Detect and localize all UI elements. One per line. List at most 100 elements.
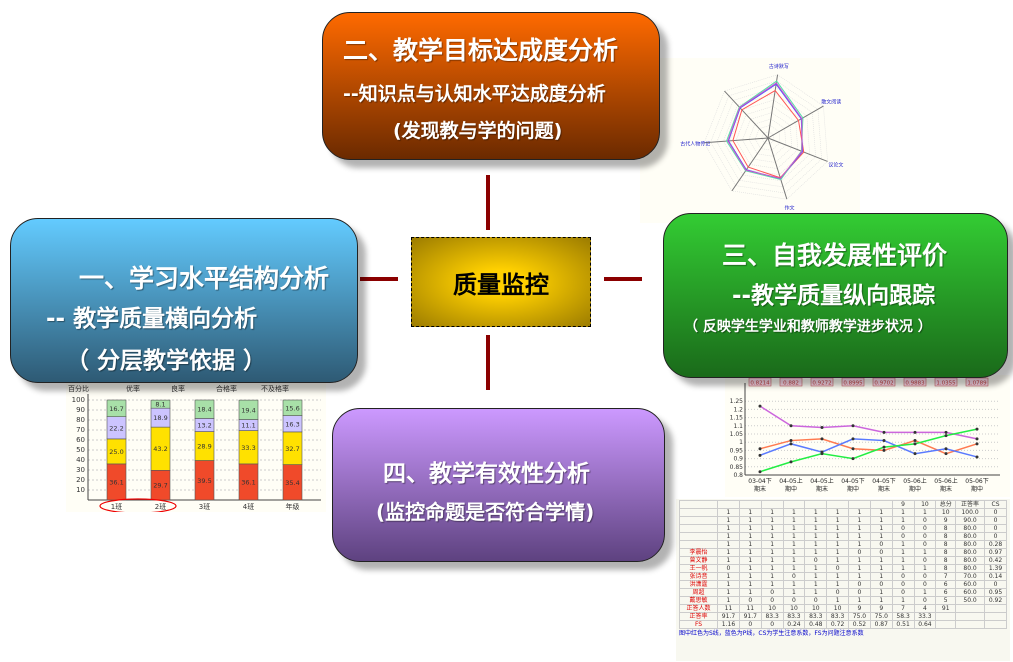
table-cell: 0.28 xyxy=(984,540,1007,549)
y-tick-label: 0.95 xyxy=(730,447,744,454)
x-tick-label: 期中 xyxy=(909,485,921,493)
table-cell: 1 xyxy=(804,508,828,517)
table-cell: 1 xyxy=(760,524,784,533)
table-cell: 10 xyxy=(804,604,828,613)
table-cell: 曾文静 xyxy=(678,556,719,565)
header-label: 不及格率 xyxy=(261,384,289,393)
x-tick-label: 期末 xyxy=(878,485,890,493)
table-cell: 0 xyxy=(913,580,937,589)
data-point xyxy=(882,430,886,434)
table-cell: 5 xyxy=(935,596,957,605)
table-cell: 1 xyxy=(738,564,762,573)
table-cell: 0 xyxy=(738,596,762,605)
table-cell: 1.39 xyxy=(984,564,1007,573)
series-line xyxy=(759,428,978,473)
table-cell: 0 xyxy=(869,580,893,589)
y-tick-label: 1.1 xyxy=(733,423,743,430)
table-cell: 0 xyxy=(848,588,871,597)
node-subtitle: --教学质量纵向跟踪 xyxy=(732,283,936,309)
node-learning-level-analysis: 一、学习水平结构分析 -- 教学质量横向分析 （ 分层教学依据 ） xyxy=(10,218,358,383)
data-point xyxy=(913,430,917,434)
table-cell: 1 xyxy=(717,548,740,557)
radar-axis xyxy=(767,137,828,162)
bar-value-label: 16.7 xyxy=(109,405,123,413)
table-cell: 8 xyxy=(935,524,957,533)
table-cell: 0 xyxy=(891,580,915,589)
table-cell xyxy=(869,500,893,509)
stacked-bar-chart: 百分比优率良率合格率不及格率10203040506070809010036.12… xyxy=(66,382,326,512)
table-cell xyxy=(678,532,719,541)
y-tick-label: 50 xyxy=(76,446,85,454)
table-cell: 83.3 xyxy=(760,612,784,621)
value-label-box xyxy=(779,377,803,387)
radar-axis-label: 议论文 xyxy=(828,162,843,169)
table-cell: 0 xyxy=(913,540,937,549)
table-cell: 1 xyxy=(913,588,937,597)
table-cell: 1 xyxy=(738,580,762,589)
y-tick-label: 0.8 xyxy=(733,472,743,479)
table-cell: 60.0 xyxy=(955,580,986,589)
radar-axis xyxy=(724,90,769,139)
table-cell: 1 xyxy=(869,508,893,517)
table-cell: 1 xyxy=(848,516,871,525)
table-cell: 91.7 xyxy=(717,612,740,621)
node-note: (监控命题是否符合学情) xyxy=(376,500,595,524)
table-cell: 1 xyxy=(738,532,762,541)
table-cell: 0 xyxy=(984,508,1007,517)
y-tick-label: 20 xyxy=(76,476,85,484)
table-cell xyxy=(935,612,957,621)
x-tick-label: 03-04下 xyxy=(748,478,771,485)
table-cell: 1 xyxy=(826,508,850,517)
table-cell: 83.3 xyxy=(826,612,850,621)
table-cell: 1 xyxy=(804,524,828,533)
data-point xyxy=(913,439,917,443)
table-cell xyxy=(782,500,806,509)
data-point xyxy=(851,447,855,451)
table-cell: 1 xyxy=(804,540,828,549)
radar-series xyxy=(727,82,803,179)
table-cell: 0 xyxy=(804,596,828,605)
table-cell: 11 xyxy=(738,604,762,613)
y-axis-label: 百分比 xyxy=(68,384,89,393)
y-tick-label: 100 xyxy=(72,396,85,404)
table-cell: 1 xyxy=(804,548,828,557)
connector-right xyxy=(604,277,642,281)
table-cell: 1 xyxy=(804,564,828,573)
y-tick-label: 30 xyxy=(76,466,85,474)
table-cell: 0 xyxy=(891,572,915,581)
data-point xyxy=(913,442,917,446)
table-cell: 1 xyxy=(891,540,915,549)
data-point xyxy=(789,424,793,428)
table-cell xyxy=(738,500,762,509)
table-cell: 李晨怡 xyxy=(678,548,719,557)
table-cell: 正答率 xyxy=(678,612,719,621)
table-cell: 1 xyxy=(826,580,850,589)
table-cell: 1 xyxy=(848,564,871,573)
table-cell: 0 xyxy=(913,524,937,533)
y-tick-label: 1.05 xyxy=(730,431,744,438)
table-cell: 91 xyxy=(935,604,957,613)
bar-segment xyxy=(238,399,259,420)
table-cell: 总分 xyxy=(935,500,957,509)
data-point xyxy=(882,439,886,443)
bar-value-label: 15.6 xyxy=(285,404,299,412)
x-tick-label: 04-05下 xyxy=(841,478,864,485)
table-cell: 7 xyxy=(891,604,915,613)
table-cell: 10 xyxy=(782,604,806,613)
table-cell: 8 xyxy=(935,564,957,573)
y-tick-label: 0.85 xyxy=(730,464,744,471)
table-cell: 0 xyxy=(984,532,1007,541)
data-point xyxy=(944,447,948,451)
table-cell xyxy=(955,612,986,621)
table-cell: 1 xyxy=(869,524,893,533)
table-cell: 1 xyxy=(760,532,784,541)
table-cell: 1 xyxy=(717,532,740,541)
data-point xyxy=(975,437,979,441)
table-cell: 9 xyxy=(848,604,871,613)
data-point xyxy=(820,452,824,456)
table-cell: 1 xyxy=(738,556,762,565)
table-cell: 0.64 xyxy=(913,620,937,629)
table-cell xyxy=(848,500,871,509)
